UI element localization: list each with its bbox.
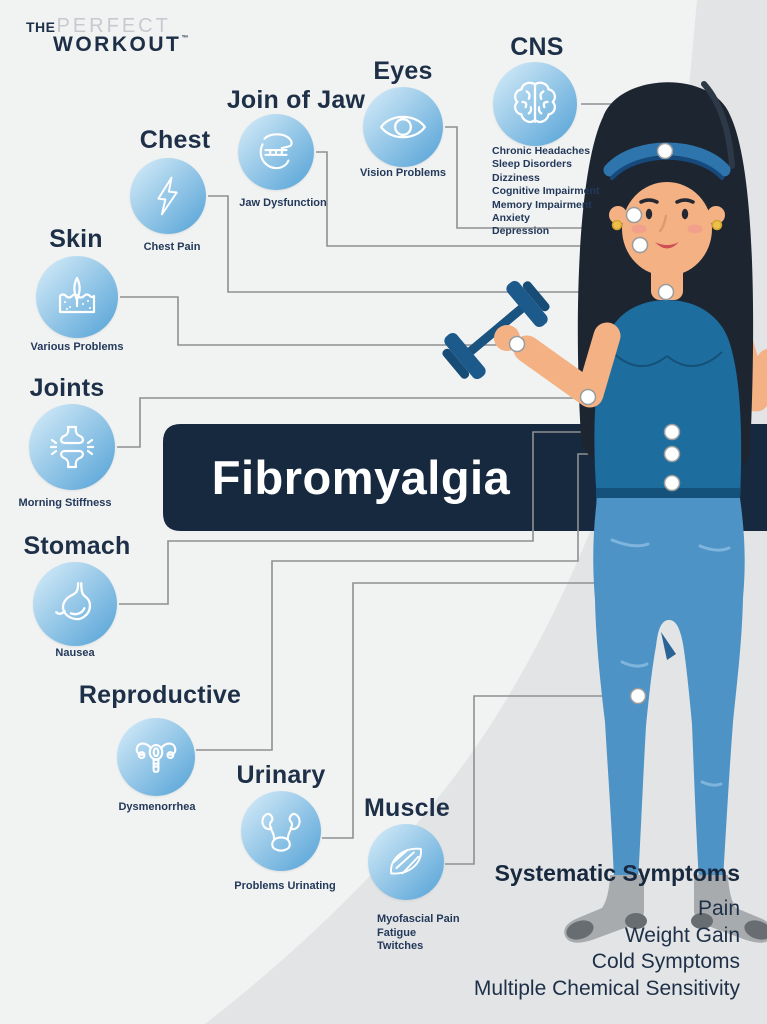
muscle-symptom: Twitches <box>377 940 424 953</box>
stomach-icon <box>33 562 117 646</box>
cns-symptom-list: Chronic Headaches Sleep Disorders Dizzin… <box>492 145 652 239</box>
systemic-heading: Systematic Symptoms <box>494 860 740 886</box>
kidneys-icon <box>241 791 321 871</box>
muscle-symptom-list: Myofascial Pain Fatigue Twitches <box>377 913 497 954</box>
muscle-symptom: Fatigue <box>377 926 417 939</box>
systemic-symptoms-block: Systematic Symptoms Pain Weight Gain Col… <box>310 860 740 1002</box>
dot-elbow <box>579 388 597 406</box>
joints-label: Morning Stiffness <box>18 497 112 509</box>
connector-stomach <box>119 431 666 605</box>
skin-follicle-icon <box>36 256 118 338</box>
section-title-reproductive: Reproductive <box>78 681 242 709</box>
systemic-item: Multiple Chemical Sensitivity <box>473 976 740 1000</box>
logo: THE PERFECT WORKOUT ™ <box>26 16 188 55</box>
cns-symptom: Chronic Headaches <box>492 145 591 157</box>
eye-icon <box>363 87 443 167</box>
dot-hand <box>508 335 526 353</box>
cns-brain-icon <box>493 62 577 146</box>
cns-symptom: Dizziness <box>492 171 540 184</box>
jeans <box>593 498 745 891</box>
uterus-icon <box>117 718 195 796</box>
reproductive-label: Dysmenorrhea <box>118 801 196 813</box>
cns-symptom: Anxiety <box>492 212 530 225</box>
lightning-icon <box>130 158 206 234</box>
dumbbell <box>442 280 550 380</box>
section-title-jaw: Join of Jaw <box>226 86 366 114</box>
cns-symptom: Depression <box>492 225 550 238</box>
banner-title: Fibromyalgia <box>211 451 511 504</box>
logo-perfect: PERFECT <box>56 15 171 37</box>
dot-cheek <box>631 236 649 254</box>
systemic-item: Cold Symptoms <box>591 950 740 973</box>
dot-head <box>656 142 674 160</box>
dot-torso-3 <box>663 474 681 492</box>
muscle-fiber-icon <box>368 824 444 900</box>
jaw-label: Jaw Dysfunction <box>239 197 327 209</box>
connector-muscle <box>445 695 632 865</box>
section-title-chest: Chest <box>139 126 211 154</box>
section-title-stomach: Stomach <box>23 532 131 560</box>
chest-label: Chest Pain <box>143 241 201 253</box>
muscle-symptom: Myofascial Pain <box>377 913 460 925</box>
systemic-item: Weight Gain <box>624 923 740 947</box>
logo-trademark: ™ <box>181 35 189 42</box>
stomach-label: Nausea <box>55 647 95 659</box>
shirt <box>594 300 742 500</box>
skin-label: Various Problems <box>30 341 124 353</box>
connector-skin <box>120 296 510 346</box>
dot-torso-2 <box>663 445 681 463</box>
cns-symptom: Cognitive Impairment <box>492 185 600 198</box>
logo-the: THE <box>26 19 56 35</box>
section-title-urinary: Urinary <box>236 761 326 789</box>
dot-torso-1 <box>663 423 681 441</box>
joint-bone-icon <box>29 404 115 490</box>
connector-jaw <box>316 151 632 247</box>
dot-neck <box>657 283 675 301</box>
urinary-label: Problems Urinating <box>234 880 336 892</box>
eyes-label: Vision Problems <box>360 167 446 179</box>
jaw-icon <box>238 114 314 190</box>
section-title-muscle: Muscle <box>364 794 450 822</box>
logo-workout: WORKOUT <box>53 33 182 56</box>
cns-symptom: Sleep Disorders <box>492 158 572 171</box>
section-title-cns: CNS <box>510 33 564 61</box>
systemic-item: Pain <box>697 897 740 920</box>
connector-chest <box>208 195 660 293</box>
dot-eye <box>625 206 643 224</box>
cns-symptom: Memory Impairment <box>492 198 592 211</box>
section-title-eyes: Eyes <box>373 57 433 85</box>
pointer-dots <box>508 142 681 705</box>
dot-knee <box>629 687 647 705</box>
section-title-joints: Joints <box>29 374 105 402</box>
connector-joints <box>117 397 582 448</box>
section-title-skin: Skin <box>49 225 103 253</box>
